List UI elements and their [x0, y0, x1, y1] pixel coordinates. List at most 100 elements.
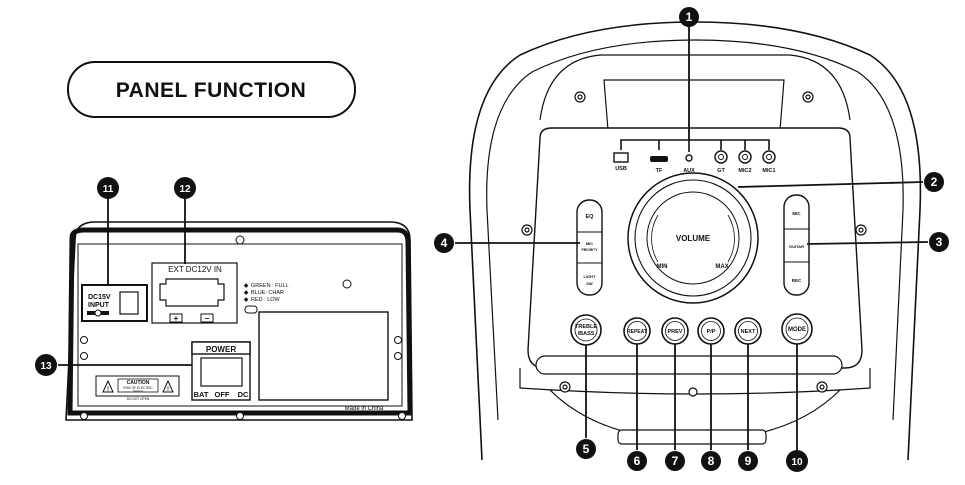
input-ports[interactable]: USB TF AUX GT MIC2 MIC1	[613, 139, 776, 174]
svg-text:RED : LOW: RED : LOW	[251, 297, 281, 303]
treble-bass-button: TREBLE /BASS	[570, 314, 602, 346]
svg-text:9: 9	[745, 454, 752, 468]
svg-text:PRIORITY: PRIORITY	[581, 248, 598, 252]
svg-text:1: 1	[686, 10, 693, 24]
battery-led	[244, 305, 258, 314]
made-in-label: Made in China	[345, 406, 384, 412]
svg-text:+: +	[174, 314, 179, 323]
title-badge: PANEL FUNCTION	[67, 61, 356, 118]
svg-text:DC: DC	[238, 390, 249, 399]
svg-text:◆: ◆	[243, 289, 249, 296]
callout-11: 11	[97, 177, 119, 199]
svg-text:BAT: BAT	[194, 390, 209, 399]
svg-text:NEXT: NEXT	[741, 329, 756, 335]
usb-port	[613, 152, 629, 163]
bottom-button-row[interactable]: TREBLE /BASS REPEAT PREV P/P NEX	[570, 313, 813, 346]
svg-text:PREV: PREV	[668, 329, 683, 335]
mic-volume: MIC	[792, 211, 801, 216]
svg-text:2: 2	[931, 175, 938, 189]
svg-text:P/P: P/P	[707, 329, 716, 335]
right-control-column[interactable]: MIC GUITAR REC	[783, 194, 810, 296]
svg-text:8: 8	[708, 454, 715, 468]
battery-led-legend: ◆ GREEN : FULL ◆ BLUE: CHAR ◆ RED : LOW	[243, 282, 289, 314]
rear-plate	[258, 311, 389, 401]
callout-3: 3	[929, 232, 949, 252]
callout-7: 7	[665, 451, 685, 471]
svg-text:7: 7	[672, 454, 679, 468]
svg-text:/BASS: /BASS	[578, 331, 595, 337]
svg-text:!: !	[107, 387, 109, 393]
svg-text:◆: ◆	[243, 296, 249, 303]
front-panel: USB TF AUX GT MIC2 MIC1 VOLUME	[468, 21, 922, 461]
svg-text:TF: TF	[656, 168, 663, 174]
aux-jack	[685, 154, 693, 162]
mode-button: MODE	[781, 313, 813, 345]
front-screws	[521, 91, 867, 397]
page-title: PANEL FUNCTION	[116, 79, 307, 102]
svg-text:MAX: MAX	[715, 264, 728, 270]
play-pause-button: P/P	[697, 317, 725, 345]
svg-text:TREBLE: TREBLE	[575, 324, 597, 330]
callout-5: 5	[576, 439, 596, 459]
left-control-column[interactable]: EQ MIC PRIORITY LIGHT SW	[576, 199, 603, 296]
svg-text:OFF: OFF	[215, 390, 230, 399]
volume-knob[interactable]: VOLUME MIN MAX	[627, 172, 759, 304]
callout-2: 2	[924, 172, 944, 192]
svg-text:−: −	[205, 314, 210, 323]
svg-text:POWER: POWER	[206, 345, 236, 354]
power-switch[interactable]: POWER BAT OFF DC	[191, 341, 251, 401]
dc15v-input[interactable]: DC15V INPUT	[81, 284, 148, 322]
svg-text:MODE: MODE	[788, 327, 806, 333]
rear-panel: DC15V INPUT EXT DC12V IN + − ◆ GREEN : F…	[65, 221, 413, 421]
svg-text:EXT DC12V IN: EXT DC12V IN	[168, 265, 222, 274]
svg-text:SW: SW	[586, 281, 593, 286]
svg-text:11: 11	[103, 184, 114, 195]
callout-leaders	[58, 26, 929, 450]
callout-6: 6	[627, 451, 647, 471]
svg-text:BLUE: CHAR: BLUE: CHAR	[251, 290, 284, 296]
svg-text:REPEAT: REPEAT	[627, 329, 647, 335]
svg-text:DO NOT OPEN: DO NOT OPEN	[127, 397, 150, 401]
repeat-button: REPEAT	[623, 317, 651, 345]
prev-button: PREV	[661, 317, 689, 345]
svg-text:MIC1: MIC1	[762, 168, 775, 174]
callout-badges: 1 2 3 4 5 6 7 8 9 10 11 12 13	[35, 7, 949, 472]
svg-text:12: 12	[179, 184, 191, 195]
svg-text:SHOCK: SHOCK	[133, 389, 144, 393]
svg-text:MIC: MIC	[586, 241, 593, 246]
svg-text:INPUT: INPUT	[88, 302, 110, 309]
callout-9: 9	[738, 451, 758, 471]
caution-label: ! ! CAUTION RISK OF ELECTRIC SHOCK DO NO…	[95, 375, 180, 401]
svg-text:CAUTION: CAUTION	[127, 380, 150, 386]
svg-text:DC15V: DC15V	[88, 294, 111, 301]
svg-text:!: !	[167, 387, 169, 393]
svg-text:13: 13	[40, 361, 52, 372]
svg-text:◆: ◆	[243, 282, 249, 289]
svg-text:6: 6	[634, 454, 641, 468]
svg-text:RISK OF ELECTRIC: RISK OF ELECTRIC	[123, 386, 153, 390]
ext-dc12v-input[interactable]: EXT DC12V IN + −	[151, 262, 238, 324]
callout-10: 10	[786, 450, 808, 472]
callout-4: 4	[434, 233, 454, 253]
tf-slot	[650, 156, 668, 162]
guitar-volume: GUITAR	[789, 244, 804, 249]
svg-text:LIGHT: LIGHT	[584, 274, 597, 279]
screw-holes	[80, 235, 406, 420]
callout-1: 1	[679, 7, 699, 27]
svg-text:10: 10	[791, 457, 803, 468]
svg-text:GT: GT	[717, 168, 725, 174]
svg-text:AUX: AUX	[683, 168, 695, 174]
svg-text:GREEN : FULL: GREEN : FULL	[251, 283, 289, 289]
svg-text:USB: USB	[615, 166, 627, 172]
svg-text:4: 4	[441, 236, 448, 250]
rec-button: REC	[792, 278, 802, 283]
callout-12: 12	[174, 177, 196, 199]
svg-text:MIC2: MIC2	[738, 168, 751, 174]
svg-text:5: 5	[583, 442, 590, 456]
callout-13: 13	[35, 354, 57, 376]
next-button: NEXT	[734, 317, 762, 345]
svg-text:VOLUME: VOLUME	[676, 234, 711, 243]
svg-text:3: 3	[936, 235, 943, 249]
svg-text:MIN: MIN	[657, 264, 668, 270]
